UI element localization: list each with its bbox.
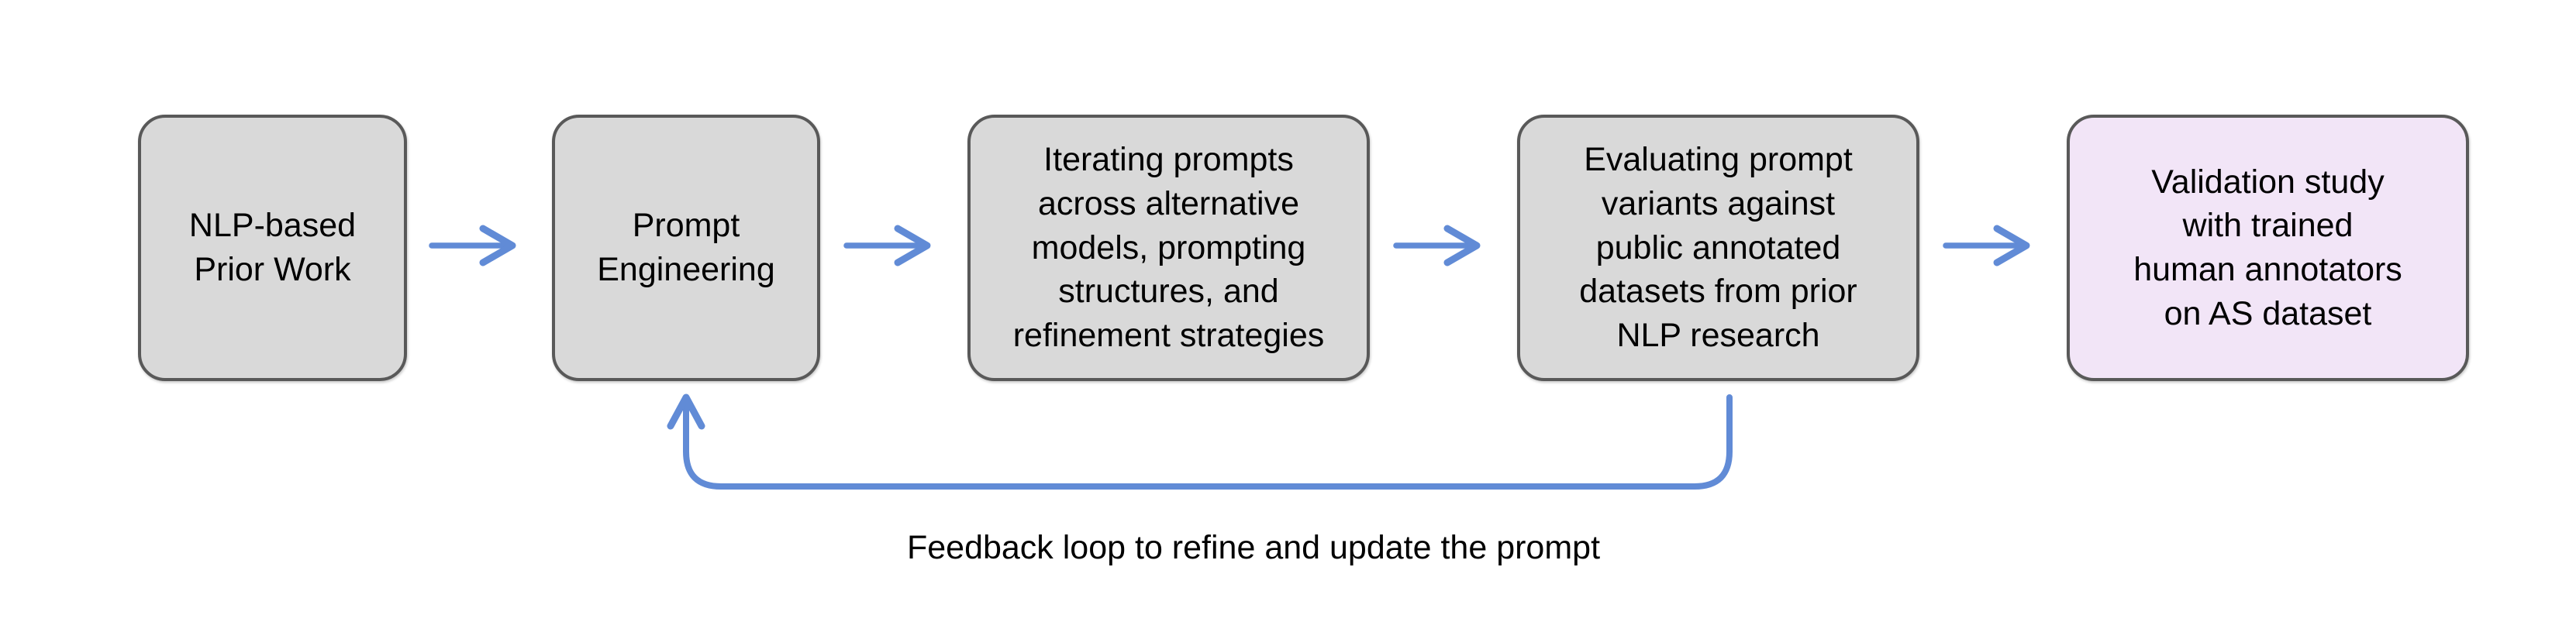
- feedback-loop-caption: Feedback loop to refine and update the p…: [906, 529, 1601, 566]
- arrowhead-icon: [1443, 225, 1481, 266]
- right-arrow-icon-1: [429, 225, 516, 266]
- right-arrow-icon-2: [843, 225, 931, 266]
- flow-box-validation-study: Validation study with trained human anno…: [2067, 115, 2469, 381]
- flow-box-evaluating-variants: Evaluating prompt variants against publi…: [1517, 115, 1919, 381]
- arrowhead-icon: [479, 225, 516, 266]
- flow-box-prompt-engineering: Prompt Engineering: [552, 115, 820, 381]
- arrowhead-icon: [1993, 225, 2030, 266]
- feedback-loop-arrow: [667, 393, 1733, 490]
- flow-box-evaluating-variants-label: Evaluating prompt variants against publi…: [1579, 141, 1857, 355]
- flow-box-validation-study-label: Validation study with trained human anno…: [2133, 163, 2402, 332]
- flow-box-iterating-prompts-label: Iterating prompts across alternative mod…: [1012, 141, 1325, 355]
- right-arrow-icon-3: [1393, 225, 1481, 266]
- flow-box-prompt-engineering-label: Prompt Engineering: [597, 207, 775, 288]
- feedback-arrowhead-icon: [667, 393, 705, 430]
- flow-box-iterating-prompts: Iterating prompts across alternative mod…: [967, 115, 1370, 381]
- right-arrow-icon-4: [1943, 225, 2030, 266]
- flow-box-nlp-prior-work-label: NLP-based Prior Work: [188, 207, 357, 288]
- arrowhead-icon: [894, 225, 931, 266]
- flow-box-nlp-prior-work: NLP-based Prior Work: [138, 115, 407, 381]
- feedback-loop-path: [683, 394, 1733, 490]
